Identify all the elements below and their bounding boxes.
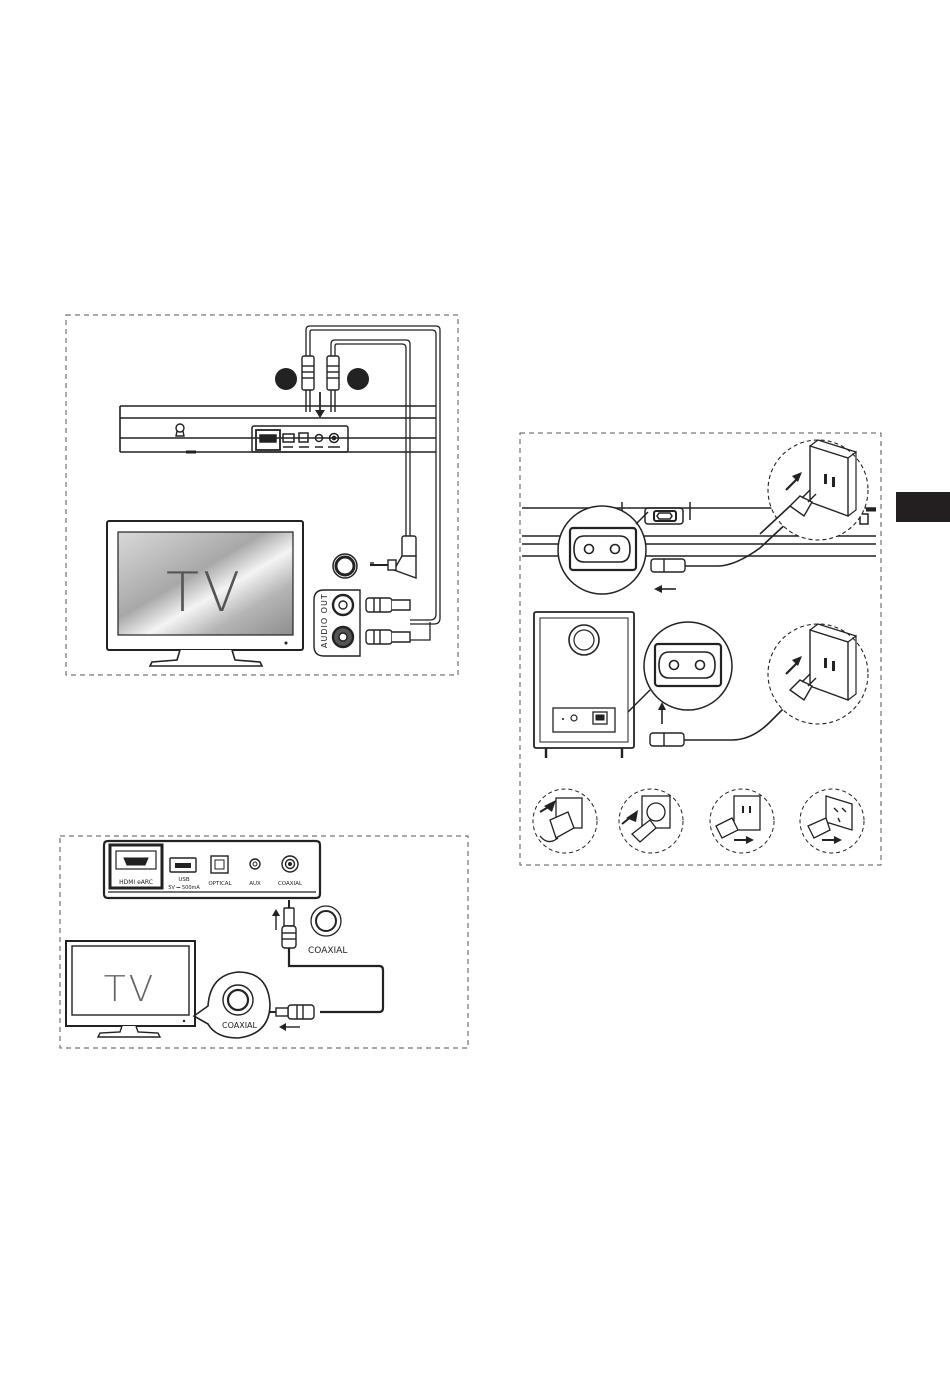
plug-variant-2	[619, 789, 683, 853]
soundbar-rear	[120, 406, 436, 452]
power-plug-icon	[650, 733, 684, 746]
figure8-socket-icon	[628, 622, 732, 712]
plug-variant-4	[800, 789, 864, 853]
audio-out-label: AUDIO OUT	[320, 593, 329, 648]
wall-outlet-icon	[760, 440, 868, 540]
diagram-power-connection	[520, 433, 881, 865]
coaxial-plug-icon	[282, 900, 296, 948]
aux-plug-icon	[327, 356, 339, 412]
tv-label: TV	[104, 969, 157, 1010]
tv-label: TV	[166, 561, 244, 624]
diagram-coaxial-connection: HDMI eARC USB 5V ⎓ 500mA OPTICAL AUX COA…	[60, 836, 468, 1048]
diagram-aux-connection: AUDIO OUT TV	[66, 315, 458, 675]
tv-coaxial-callout: COAXIAL	[194, 972, 270, 1038]
tv-audio-out-panel: AUDIO OUT	[314, 590, 360, 656]
rca-plug-icon	[366, 598, 410, 644]
soundbar-port-panel	[252, 426, 348, 452]
side-tab	[896, 492, 950, 522]
power-cord	[684, 520, 790, 566]
aux-plug-icon	[302, 356, 314, 412]
port-label-coaxial: COAXIAL	[278, 881, 303, 887]
cable-arrow-icon	[658, 702, 666, 724]
subwoofer-illustration	[534, 612, 634, 758]
plug-variant-3	[710, 789, 774, 853]
cable-arrow-icon	[315, 392, 325, 418]
tv-illustration: TV	[107, 521, 303, 666]
soundbar-port-panel	[104, 841, 320, 898]
figure8-socket-icon	[558, 506, 648, 594]
coaxial-plug-icon	[264, 1005, 314, 1019]
coaxial-cable	[289, 948, 383, 1012]
tv-aux-socket	[333, 554, 357, 578]
plug-variant-1	[533, 789, 597, 853]
port-label-aux: AUX	[249, 881, 261, 887]
wall-outlet-icon	[768, 624, 868, 724]
indicator-dot-right	[347, 368, 369, 390]
indicator-dot-left	[275, 368, 297, 390]
coaxial-socket-icon	[311, 906, 341, 936]
aux-cable	[306, 326, 440, 640]
cable-arrow-icon	[272, 909, 280, 930]
power-plug-icon	[651, 559, 685, 572]
keyhole-icon	[176, 424, 184, 436]
port-label-usb-rating: 5V ⎓ 500mA	[168, 885, 200, 891]
port-label-optical: OPTICAL	[208, 881, 232, 887]
port-label-usb: USB	[178, 877, 190, 883]
coaxial-label-tv: COAXIAL	[222, 1021, 258, 1030]
aux-angled-plug-icon	[370, 536, 416, 578]
tv-illustration: TV	[66, 941, 195, 1037]
cable-arrow-icon	[654, 585, 676, 593]
port-label-hdmi: HDMI eARC	[119, 879, 153, 886]
coaxial-label-top: COAXIAL	[308, 946, 347, 956]
cable-arrow-icon	[279, 1023, 300, 1031]
